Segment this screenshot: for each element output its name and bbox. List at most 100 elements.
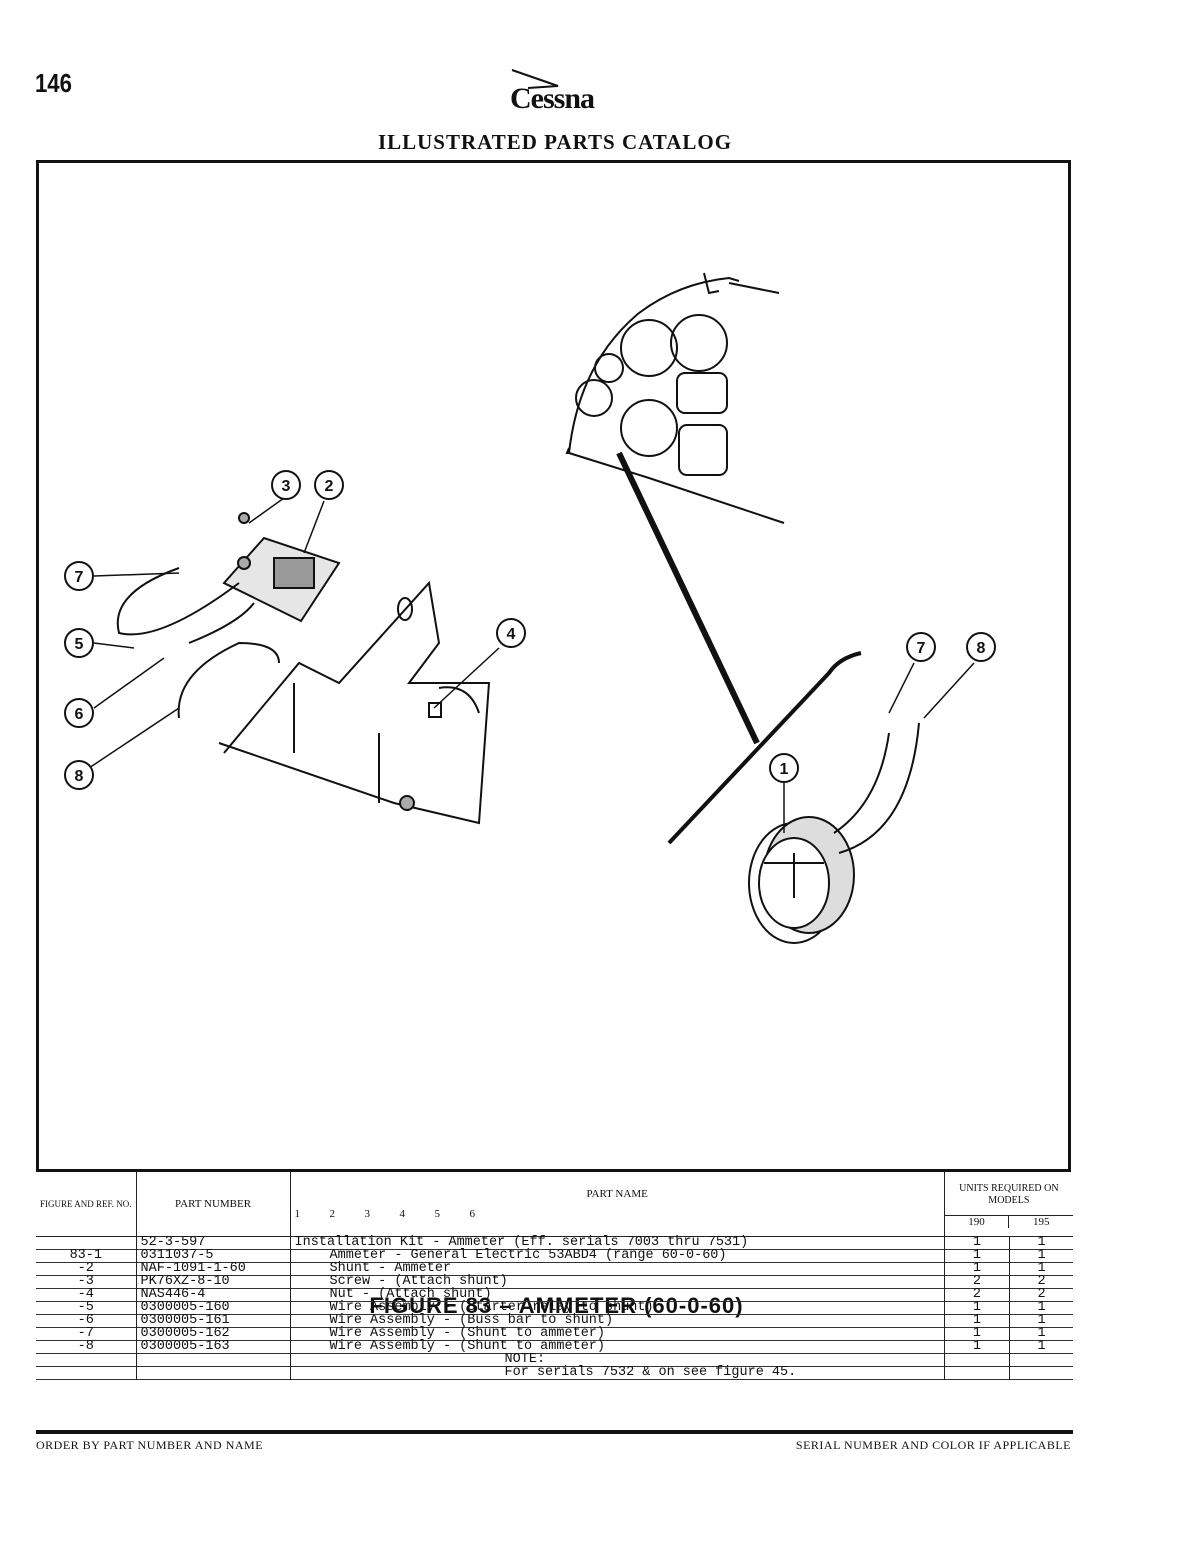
row-part-number <box>135 1353 291 1367</box>
row-qty-195: 1 <box>1009 1314 1073 1328</box>
row-ref: -5 <box>77 1300 94 1315</box>
row-part-name: Screw - (Attach shunt) <box>289 1275 945 1289</box>
row-qty-195: 1 <box>1009 1327 1073 1341</box>
table-row: NOTE: <box>36 1353 1073 1367</box>
row-part-name: Shunt - Ammeter <box>289 1262 945 1276</box>
row-part-name: Nut - (Attach shunt) <box>289 1288 945 1302</box>
row-ref: -7 <box>77 1326 94 1341</box>
parts-table: FIGURE AND REF. NO. PART NUMBER PART NAM… <box>36 1172 1073 1380</box>
row-qty-190 <box>943 1366 1010 1380</box>
row-part-name: Installation Kit - Ammeter (Eff. serials… <box>289 1236 945 1250</box>
row-part-name: For serials 7532 & on see figure 45. <box>289 1366 945 1380</box>
instrument-panel <box>565 272 785 524</box>
row-part-number: NAF-1091-1-60 <box>135 1262 291 1276</box>
row-qty-190: 1 <box>943 1262 1010 1276</box>
callout-4 <box>496 618 526 648</box>
header-part-number: PART NUMBER <box>135 1172 291 1237</box>
callout-7-left <box>64 561 94 591</box>
catalog-title: ILLUSTRATED PARTS CATALOG <box>377 130 733 154</box>
row-qty-195: 2 <box>1009 1288 1073 1302</box>
figure-box: 7 5 6 8 3 2 4 1 7 8 FIGURE 83 – AMMETER … <box>36 160 1071 1318</box>
row-part-name: Wire Assembly - (Starter relay to shunt) <box>289 1301 945 1315</box>
row-qty-195: 2 <box>1009 1275 1073 1289</box>
row-qty-190: 1 <box>943 1327 1010 1341</box>
row-part-name: Wire Assembly - (Buss bar to shunt) <box>289 1314 945 1328</box>
bottom-rule <box>36 1430 1073 1434</box>
callout-label: 7 <box>917 640 926 657</box>
callout-3 <box>271 470 301 500</box>
callout-label: 5 <box>75 636 84 653</box>
callout-6 <box>64 698 94 728</box>
brand-name: Cessna <box>510 82 595 115</box>
row-part-number: 52-3-597 <box>135 1236 291 1250</box>
row-qty-195: 1 <box>1009 1262 1073 1276</box>
row-qty-195: 1 <box>1009 1340 1073 1354</box>
row-part-number: 0300005-163 <box>135 1340 291 1354</box>
callout-leaders <box>88 497 975 833</box>
row-qty-195: 1 <box>1009 1301 1073 1315</box>
cessna-logo <box>511 69 559 89</box>
callout-label: 7 <box>75 569 84 586</box>
shunt-assembly <box>116 512 491 825</box>
row-part-name: Ammeter - General Electric 53ABD4 (range… <box>289 1249 945 1263</box>
row-qty-190: 2 <box>943 1275 1010 1289</box>
ammeter-illustration: 7 5 6 8 3 2 4 1 7 8 <box>64 272 996 944</box>
header-units-required: UNITS REQUIRED ON MODELS 190 195 <box>943 1172 1073 1237</box>
row-ref: 83-1 <box>69 1248 102 1263</box>
row-ref: -4 <box>77 1287 94 1302</box>
row-qty-190: 1 <box>943 1301 1010 1315</box>
footer-right: SERIAL NUMBER AND COLOR IF APPLICABLE <box>795 1438 1071 1452</box>
row-ref: -3 <box>77 1274 94 1289</box>
callout-label: 2 <box>325 478 334 495</box>
row-part-number: NAS446-4 <box>135 1288 291 1302</box>
row-part-number: 0311037-5 <box>135 1249 291 1263</box>
header-part-name-label: PART NAME <box>586 1188 648 1200</box>
table-row: For serials 7532 & on see figure 45. <box>36 1366 1073 1380</box>
row-qty-195: 1 <box>1009 1236 1073 1250</box>
callout-2 <box>314 470 344 500</box>
row-qty-195: 1 <box>1009 1249 1073 1263</box>
row-ref <box>36 1354 136 1367</box>
callout-label: 8 <box>75 768 84 785</box>
row-part-number: 0300005-161 <box>135 1314 291 1328</box>
header-figure-ref: FIGURE AND REF. NO. <box>40 1199 132 1209</box>
row-part-name: NOTE: <box>289 1353 945 1367</box>
row-part-name: Wire Assembly - (Shunt to ammeter) <box>289 1340 945 1354</box>
row-part-name: Wire Assembly - (Shunt to ammeter) <box>289 1327 945 1341</box>
footer-left: ORDER BY PART NUMBER AND NAME <box>36 1438 264 1452</box>
callout-8-left <box>64 760 94 790</box>
row-qty-190: 1 <box>943 1249 1010 1263</box>
row-ref: -6 <box>77 1313 94 1328</box>
header-model-195: 195 <box>1008 1215 1073 1228</box>
row-qty-190 <box>943 1353 1010 1367</box>
callout-label: 8 <box>977 640 986 657</box>
row-part-number: 0300005-160 <box>135 1301 291 1315</box>
callout-5 <box>64 628 94 658</box>
row-qty-195 <box>1009 1353 1073 1367</box>
callout-label: 3 <box>282 478 291 495</box>
ammeter-gauge <box>748 722 920 944</box>
row-part-number: 0300005-162 <box>135 1327 291 1341</box>
row-qty-190: 1 <box>943 1340 1010 1354</box>
row-qty-190: 1 <box>943 1314 1010 1328</box>
callout-label: 6 <box>75 706 84 723</box>
row-ref: -2 <box>77 1261 94 1276</box>
header-model-190: 190 <box>968 1215 985 1228</box>
row-ref: -8 <box>77 1339 94 1354</box>
row-qty-190: 1 <box>943 1236 1010 1250</box>
row-part-number: PK76XZ-8-10 <box>135 1275 291 1289</box>
callout-label: 4 <box>507 626 516 643</box>
callout-label: 1 <box>780 761 789 778</box>
row-ref <box>36 1367 136 1380</box>
